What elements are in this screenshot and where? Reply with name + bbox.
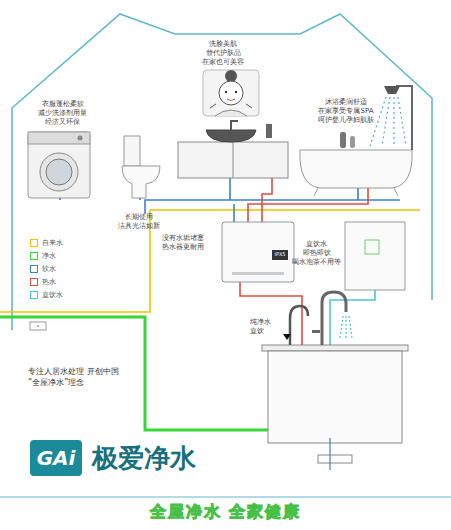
node-text: GAi [37, 447, 76, 469]
dispenser [345, 222, 405, 290]
legend-text: 净水 [42, 251, 56, 261]
legend-swatch [30, 278, 38, 286]
line-art [28, 132, 90, 144]
line-art [262, 345, 408, 351]
line-art [46, 159, 72, 185]
line-art [322, 292, 346, 345]
line-art [215, 110, 247, 116]
line-art [233, 142, 234, 178]
socket-hole [37, 325, 39, 327]
node-text: IPX5 [274, 252, 285, 258]
legend-item: 净水 [30, 251, 56, 261]
shower-water [370, 97, 406, 146]
line-art [393, 97, 394, 146]
legend-item: 软水 [30, 264, 56, 274]
heater-vent [232, 272, 284, 275]
callout-text: 衣服蓬松柔软 减少洗涤剂用量 经济又环保 [38, 100, 87, 127]
heater-label: IPX5 [270, 249, 290, 261]
bottom-rule [0, 497, 451, 498]
line-art [206, 130, 256, 142]
line-art [349, 316, 352, 338]
toilet [122, 136, 160, 198]
kitchen [262, 292, 408, 470]
callout-text: 专注人居水处理 开创中国“全屋净水”理念 [28, 366, 132, 388]
line-art [124, 136, 140, 166]
soft-pipe [60, 178, 400, 214]
legend-text: 自来水 [42, 238, 63, 248]
callout-text: 长期使用 洁具光洁如新 [118, 213, 160, 231]
line-art [219, 81, 243, 105]
line-art [283, 334, 291, 340]
line-art [396, 86, 412, 150]
woman-icon [203, 70, 259, 116]
line-art [340, 132, 346, 148]
line-art [290, 306, 308, 345]
line-art [178, 142, 288, 178]
line-art [340, 316, 343, 338]
bathtub [300, 86, 412, 196]
legend-item: 直饮水 [30, 290, 63, 300]
legend-text: 热水 [42, 277, 56, 287]
vanity [178, 121, 288, 178]
socket [30, 322, 46, 330]
line-art [78, 136, 83, 141]
callout-text: 纯净水 直饮 [250, 318, 271, 336]
legend-text: 直饮水 [42, 290, 63, 300]
legend-text: 软水 [42, 264, 56, 274]
line-art [227, 99, 235, 101]
house-outline [12, 14, 432, 330]
line-art [300, 150, 412, 188]
line-art [28, 132, 90, 198]
pure-pipe [0, 317, 268, 430]
line-art [268, 351, 402, 443]
legend-item: 自来水 [30, 238, 63, 248]
callout-text: 直饮水 即热即饮 喝水泡茶不用等 [292, 240, 341, 267]
callout-text: 洗脸美肌 替代护肤品 在家也可美容 [202, 40, 244, 67]
legend-swatch [30, 252, 38, 260]
soft-pipe-heater [233, 204, 235, 222]
heater-display [272, 250, 288, 260]
logo-box: GAi [30, 440, 82, 476]
washing-machine [28, 132, 90, 198]
line-art [40, 153, 78, 191]
line-art [312, 330, 320, 333]
water-heater [222, 222, 294, 282]
line-art [394, 188, 398, 196]
line-art [314, 188, 318, 196]
line-art [384, 86, 400, 94]
line-art [122, 166, 160, 198]
line-art [365, 240, 379, 254]
line-art [340, 316, 352, 338]
brand-title: 极爱净水 [92, 443, 196, 473]
drink-pipe [330, 290, 375, 345]
callout-text: 没有水垢堵塞 热水器更耐用 [162, 234, 204, 252]
legend-swatch [30, 239, 38, 247]
line-art [329, 438, 330, 470]
line-art [318, 455, 352, 463]
legend-swatch [30, 291, 38, 299]
legend-swatch [30, 265, 38, 273]
callout-text: 沐浴柔润舒适 在家享受专属SPA 呵护婴儿孕妇肌肤 [318, 98, 374, 125]
line-art [225, 91, 227, 93]
line-art [345, 316, 346, 338]
line-art [225, 70, 237, 82]
line-art [210, 104, 252, 108]
line-art [345, 222, 405, 290]
line-art [231, 121, 238, 130]
line-art [235, 91, 237, 93]
line-art [398, 97, 406, 146]
line-art [203, 70, 259, 116]
tap-pipe [0, 210, 420, 312]
slogan: 全屋净水 全家健康 [0, 501, 451, 523]
line-art [382, 97, 390, 146]
line-art [350, 136, 355, 148]
line-art [266, 124, 272, 138]
legend-item: 热水 [30, 277, 56, 287]
